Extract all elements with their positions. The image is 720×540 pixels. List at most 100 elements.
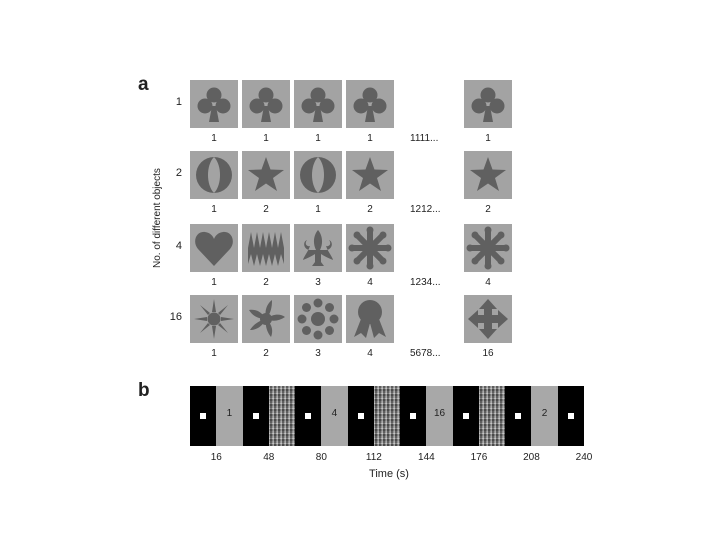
stimulus-block: 2 — [531, 386, 558, 446]
fixation-square — [358, 413, 364, 419]
time-tick-label: 112 — [359, 452, 389, 463]
row-count-label: 4 — [162, 240, 182, 252]
object-tile — [294, 80, 342, 128]
star-icon — [346, 151, 394, 199]
object-tile — [346, 295, 394, 343]
ball-icon — [190, 151, 238, 199]
sun-icon — [190, 295, 238, 343]
zigzag-icon — [242, 224, 290, 272]
fixation-square — [463, 413, 469, 419]
flower-icon — [294, 295, 342, 343]
object-tile — [346, 80, 394, 128]
fixation-block — [295, 386, 322, 446]
object-tile — [190, 295, 238, 343]
object-tile — [294, 224, 342, 272]
object-tile — [242, 80, 290, 128]
pinwheel-icon — [242, 295, 290, 343]
panel-a-label: a — [138, 74, 149, 96]
club-icon — [464, 80, 512, 128]
target-number: 2 — [464, 204, 512, 215]
object-tile — [242, 151, 290, 199]
object-number: 1 — [294, 204, 342, 215]
noise-block — [269, 386, 296, 446]
time-tick-label: 240 — [569, 452, 599, 463]
object-number: 2 — [346, 204, 394, 215]
club-icon — [190, 80, 238, 128]
star-icon — [464, 151, 512, 199]
object-tile — [294, 151, 342, 199]
ball-icon — [294, 151, 342, 199]
fleur-de-lis-icon — [294, 224, 342, 272]
y-axis-label-text: No. of different objects — [152, 168, 163, 268]
object-tile — [346, 224, 394, 272]
fixation-block — [505, 386, 532, 446]
noise-block — [479, 386, 506, 446]
stimulus-block: 16 — [426, 386, 453, 446]
panel-b-label: b — [138, 380, 150, 402]
fixation-square — [200, 413, 206, 419]
club-icon — [294, 80, 342, 128]
object-tile — [190, 80, 238, 128]
fixation-block — [400, 386, 427, 446]
snowflake-icon — [346, 224, 394, 272]
cross-arrows-icon — [464, 295, 512, 343]
object-number: 2 — [242, 348, 290, 359]
sequence-label: 5678... — [410, 348, 441, 359]
row-count-label: 1 — [162, 96, 182, 108]
sequence-label: 1212... — [410, 204, 441, 215]
object-number: 1 — [190, 348, 238, 359]
object-number: 2 — [242, 204, 290, 215]
object-number: 1 — [294, 133, 342, 144]
club-icon — [242, 80, 290, 128]
fixation-square — [568, 413, 574, 419]
stimulus-block: 4 — [321, 386, 348, 446]
time-tick-label: 80 — [306, 452, 336, 463]
time-tick-label: 16 — [201, 452, 231, 463]
star-icon — [242, 151, 290, 199]
fixation-block — [453, 386, 480, 446]
heart-icon — [190, 224, 238, 272]
ribbon-icon — [346, 295, 394, 343]
fixation-block — [348, 386, 375, 446]
object-number: 1 — [190, 277, 238, 288]
object-number: 1 — [242, 133, 290, 144]
object-number: 1 — [346, 133, 394, 144]
object-number: 2 — [242, 277, 290, 288]
target-number: 16 — [464, 348, 512, 359]
time-tick-label: 176 — [464, 452, 494, 463]
object-number: 3 — [294, 348, 342, 359]
object-number: 1 — [190, 204, 238, 215]
target-tile — [464, 295, 512, 343]
club-icon — [346, 80, 394, 128]
object-number: 1 — [190, 133, 238, 144]
fixation-block — [190, 386, 217, 446]
object-number: 4 — [346, 348, 394, 359]
time-tick-label: 48 — [254, 452, 284, 463]
noise-block — [374, 386, 401, 446]
object-number: 4 — [346, 277, 394, 288]
time-axis-label: Time (s) — [364, 468, 414, 480]
sequence-label: 1234... — [410, 277, 441, 288]
fixation-square — [515, 413, 521, 419]
fixation-square — [410, 413, 416, 419]
row-count-label: 16 — [162, 311, 182, 323]
block-label: 1 — [219, 408, 239, 419]
object-tile — [190, 151, 238, 199]
timeline: 1 4 16 2 — [190, 386, 584, 446]
object-number: 3 — [294, 277, 342, 288]
fixation-block — [558, 386, 585, 446]
fixation-square — [305, 413, 311, 419]
sequence-label: 1111... — [410, 133, 438, 144]
object-tile — [346, 151, 394, 199]
snowflake-icon — [464, 224, 512, 272]
object-tile — [294, 295, 342, 343]
time-tick-label: 144 — [411, 452, 441, 463]
block-label: 4 — [324, 408, 344, 419]
fixation-square — [253, 413, 259, 419]
block-label: 16 — [430, 408, 450, 419]
block-label: 2 — [535, 408, 555, 419]
fixation-block — [243, 386, 270, 446]
object-tile — [242, 224, 290, 272]
stimulus-block: 1 — [216, 386, 243, 446]
row-count-label: 2 — [162, 167, 182, 179]
